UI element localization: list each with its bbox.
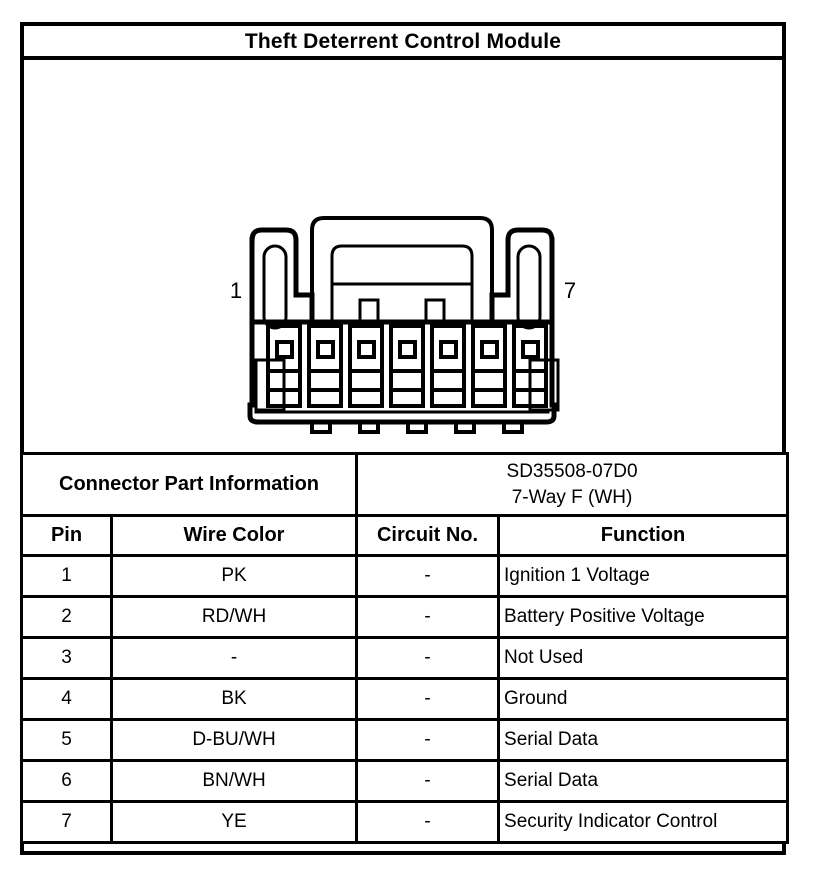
cell-function: Serial Data bbox=[497, 759, 790, 803]
cell-wire-color: BK bbox=[109, 677, 359, 721]
cell-wire-color: PK bbox=[109, 554, 359, 598]
cell-wire-color: YE bbox=[109, 800, 359, 844]
cell-circuit-no: - bbox=[355, 595, 501, 639]
connector-part-information-label: Connector Part Information bbox=[19, 452, 359, 517]
cell-function: Battery Positive Voltage bbox=[497, 595, 790, 639]
cell-function: Not Used bbox=[497, 636, 790, 680]
connector-part-information-value: SD35508-07D0 7-Way F (WH) bbox=[355, 452, 790, 517]
cell-wire-color: BN/WH bbox=[109, 759, 359, 803]
connector-front-view-icon: 1 7 bbox=[230, 216, 576, 434]
page-title: Theft Deterrent Control Module bbox=[244, 29, 562, 53]
column-header-pin: Pin bbox=[20, 514, 113, 557]
connector-part-info-row: Connector Part Information SD35508-07D0 … bbox=[19, 452, 790, 517]
column-header-circuit-no: Circuit No. bbox=[355, 514, 501, 557]
cell-circuit-no: - bbox=[355, 554, 501, 598]
cell-function: Ground bbox=[497, 677, 790, 721]
part-description: 7-Way F (WH) bbox=[511, 486, 633, 508]
table-row: 4 BK - Ground bbox=[20, 677, 790, 721]
pin-assignment-table: Connector Part Information SD35508-07D0 … bbox=[19, 452, 790, 844]
pin-label-left: 1 bbox=[230, 278, 242, 303]
cell-function: Ignition 1 Voltage bbox=[497, 554, 790, 598]
cell-function: Security Indicator Control bbox=[497, 800, 790, 844]
cell-circuit-no: - bbox=[355, 759, 501, 803]
column-header-wire-color: Wire Color bbox=[109, 514, 359, 557]
table-row: 5 D-BU/WH - Serial Data bbox=[20, 718, 790, 762]
connector-illustration: 1 7 bbox=[24, 60, 782, 448]
part-number: SD35508-07D0 bbox=[506, 460, 638, 482]
column-header-function: Function bbox=[497, 514, 790, 557]
table-row: 7 YE - Security Indicator Control bbox=[20, 800, 790, 844]
cell-circuit-no: - bbox=[355, 800, 501, 844]
cell-pin: 5 bbox=[20, 718, 113, 762]
page-title-bar: Theft Deterrent Control Module bbox=[20, 22, 786, 60]
table-row: 2 RD/WH - Battery Positive Voltage bbox=[20, 595, 790, 639]
cell-function: Serial Data bbox=[497, 718, 790, 762]
cell-wire-color: RD/WH bbox=[109, 595, 359, 639]
table-row: 1 PK - Ignition 1 Voltage bbox=[20, 554, 790, 598]
cell-circuit-no: - bbox=[355, 636, 501, 680]
table-header-row: Pin Wire Color Circuit No. Function bbox=[20, 514, 790, 557]
table-row: 3 - - Not Used bbox=[20, 636, 790, 680]
cell-pin: 4 bbox=[20, 677, 113, 721]
cell-pin: 2 bbox=[20, 595, 113, 639]
cell-pin: 1 bbox=[20, 554, 113, 598]
cell-wire-color: D-BU/WH bbox=[109, 718, 359, 762]
cell-circuit-no: - bbox=[355, 718, 501, 762]
pin-label-right: 7 bbox=[564, 278, 576, 303]
cell-circuit-no: - bbox=[355, 677, 501, 721]
cell-pin: 3 bbox=[20, 636, 113, 680]
cell-pin: 7 bbox=[20, 800, 113, 844]
table-row: 6 BN/WH - Serial Data bbox=[20, 759, 790, 803]
cell-pin: 6 bbox=[20, 759, 113, 803]
cell-wire-color: - bbox=[109, 636, 359, 680]
